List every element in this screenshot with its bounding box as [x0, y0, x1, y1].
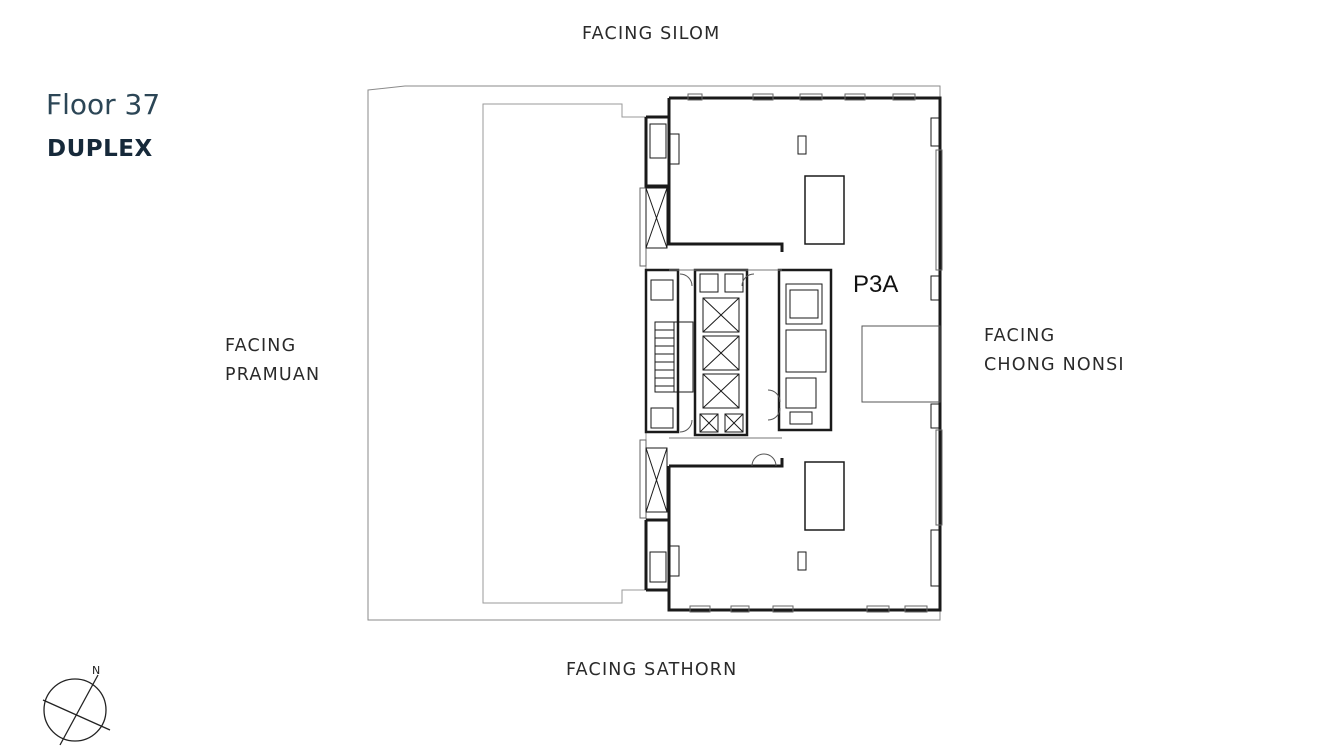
facing-west-line1: FACING: [225, 336, 297, 356]
compass-north-label: N: [92, 664, 100, 677]
facing-west-line2: PRAMUAN: [225, 365, 321, 385]
building-core: [644, 268, 833, 467]
facing-east-line2: CHONG NONSI: [984, 355, 1125, 375]
terrace-outline: [367, 85, 941, 621]
balcony: [861, 325, 941, 403]
service-closets: [645, 123, 668, 583]
window-marks: [639, 93, 943, 613]
facing-west-label: FACING PRAMUAN: [225, 332, 320, 390]
structural-columns: [804, 175, 845, 531]
facing-north-label: FACING SILOM: [582, 24, 721, 44]
unit-label: P3A: [853, 271, 898, 298]
compass-icon: N: [42, 664, 111, 746]
deck-area: [482, 103, 647, 604]
facing-east-line1: FACING: [984, 326, 1056, 346]
facing-south-label: FACING SATHORN: [566, 660, 738, 680]
floor-title: Floor 37: [46, 88, 161, 121]
facing-east-label: FACING CHONG NONSI: [984, 322, 1125, 380]
column-marks: [668, 117, 941, 587]
floor-type-label: DUPLEX: [47, 136, 153, 162]
unit-walls: [644, 96, 942, 612]
